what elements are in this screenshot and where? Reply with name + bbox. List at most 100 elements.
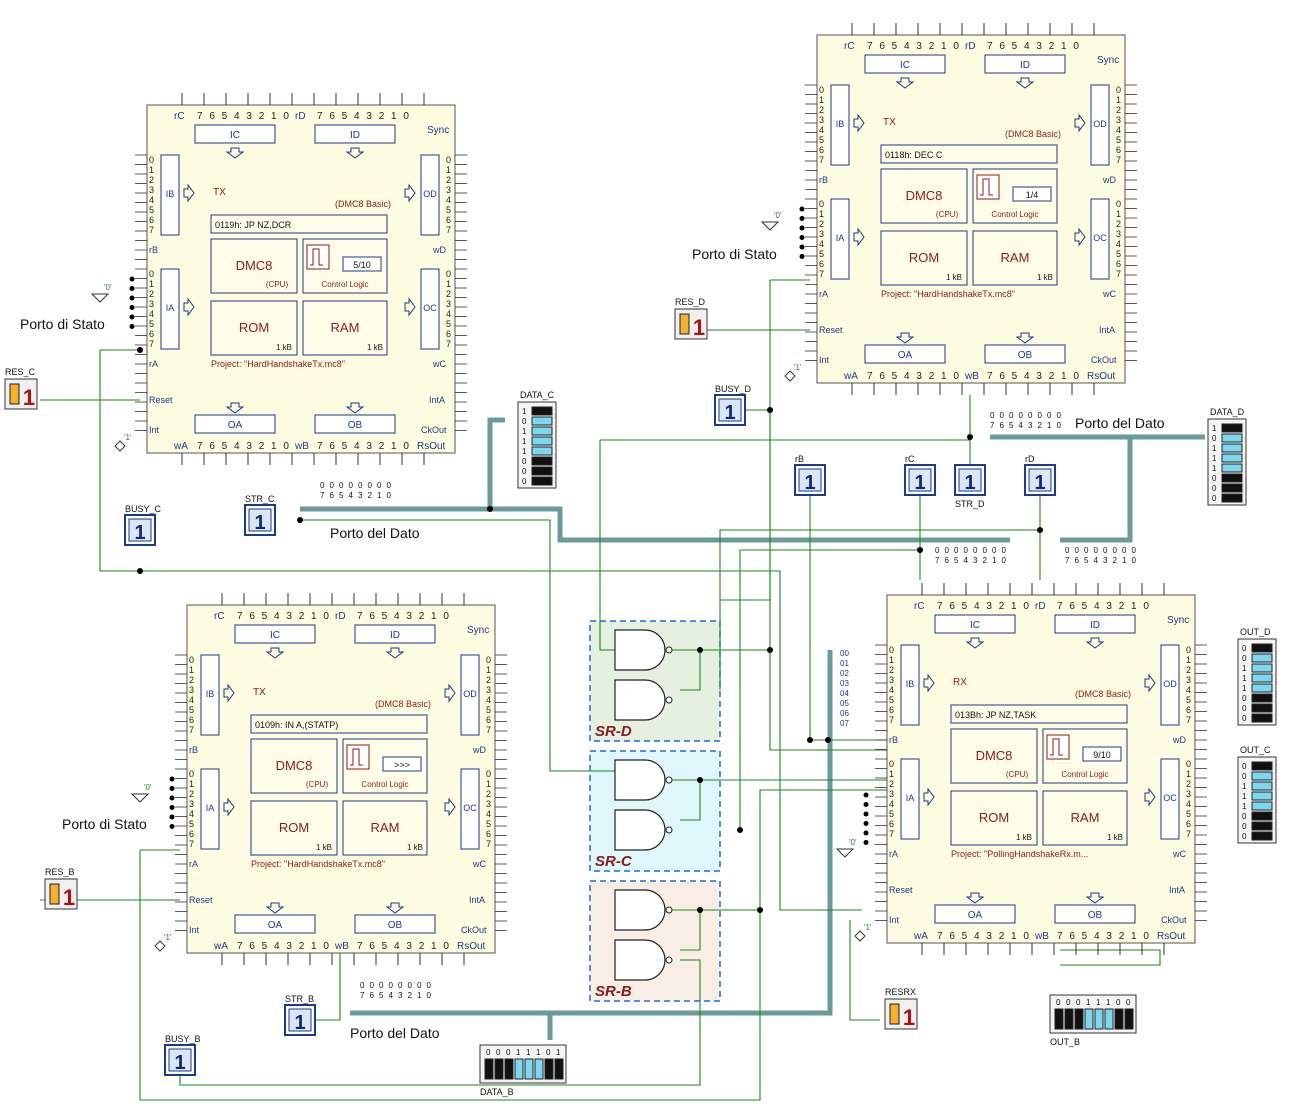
cpu-sub-label: (CPU) (306, 780, 329, 789)
bus-bit-value: 0 (358, 481, 363, 490)
bit-label-left: 4 (889, 685, 894, 695)
bit-label-left: 1 (819, 209, 824, 219)
dip-segment (1221, 473, 1243, 483)
const-zero-2: '0' (760, 211, 782, 231)
port-ia (900, 758, 920, 840)
bit-row-bottom-right: 7 6 5 4 3 2 1 0 (357, 941, 451, 952)
port-od-label: OD (1163, 679, 1177, 689)
junction-dot (297, 517, 303, 523)
down-arrow-icon (225, 402, 245, 414)
bus-bit-index: 5 (339, 491, 344, 500)
const-zero-label: '0' (144, 783, 152, 792)
nand-body (614, 679, 666, 721)
porto-stato-label-c: Porto di Stato (20, 316, 105, 332)
bit-label-left: 3 (889, 675, 894, 685)
port-oc-label: OC (1163, 793, 1177, 803)
rom-block (950, 790, 1038, 846)
switch-res-b[interactable]: RES_B1 (44, 867, 78, 910)
dip-bit: 1 (1106, 998, 1111, 1007)
port-id-label: ID (1020, 60, 1030, 71)
dip-bit: 0 (1242, 822, 1247, 831)
dip-label: OUT_D (1240, 627, 1271, 637)
control-counter: >>> (394, 760, 410, 770)
pin-reset-label: Reset (189, 895, 213, 905)
status-pin-dot (863, 830, 869, 836)
port-oc (1160, 758, 1180, 840)
pin-ckout-label: CkOut (461, 925, 487, 935)
porto-stato-label-b: Porto di Stato (62, 816, 147, 832)
port-oc-label: OC (463, 803, 477, 813)
right-arrow-icon (853, 227, 865, 247)
bit-label-right: 2 (1186, 779, 1191, 789)
bus-bit-value: 0 (408, 981, 413, 990)
switch-toggle[interactable] (49, 883, 60, 905)
status-pin-dot (129, 276, 135, 282)
switch-toggle[interactable] (679, 313, 690, 335)
port-ib (160, 154, 180, 236)
bus-bit-value: 0 (377, 481, 382, 490)
bit-label-left: 7 (819, 269, 824, 279)
control-counter: 5/10 (353, 260, 371, 270)
bit-label-left: 5 (149, 205, 154, 215)
bit-label-left: 6 (149, 329, 154, 339)
junction-dot (697, 907, 703, 913)
bit-label-left: 6 (889, 705, 894, 715)
port-id (1054, 614, 1136, 634)
rom-block (880, 230, 968, 286)
chip-model: (DMC8 Basic) (375, 699, 431, 709)
switch-toggle[interactable] (889, 1003, 900, 1025)
down-arrow-icon (1015, 332, 1035, 344)
rom-size: 1 kB (276, 343, 292, 352)
indicator-value: 1 (964, 472, 975, 494)
bit-label-left: 4 (819, 125, 824, 135)
pin-wb-label: wB (964, 371, 979, 382)
bit-row-top-right: 7 6 5 4 3 2 1 0 (317, 111, 411, 122)
switch-toggle[interactable] (9, 383, 20, 405)
port-ib-label: IB (836, 119, 845, 129)
bus-bit-value: 0 (990, 411, 995, 420)
bit-label-left: 2 (189, 789, 194, 799)
bit-label-right: 1 (1186, 655, 1191, 665)
bus-bit-index: 6 (1000, 421, 1005, 430)
bus-bit-value: 0 (1065, 546, 1070, 555)
right-arrow-icon (1074, 227, 1086, 247)
bit-label-left: 3 (149, 185, 154, 195)
port-ob (354, 914, 436, 934)
switch-res-c[interactable]: RES_C1 (4, 367, 38, 410)
bus-bit-index: 2 (408, 991, 413, 1000)
bus-bit-value: 0 (398, 981, 403, 990)
dip-bit: 0 (522, 457, 527, 466)
dip-bit: 1 (1212, 424, 1217, 433)
indicator-label: STR_C (245, 494, 275, 504)
down-arrow-icon (965, 637, 985, 649)
port-oa (194, 414, 276, 434)
bit-label-left: 3 (149, 299, 154, 309)
rom-size: 1 kB (946, 273, 962, 282)
dip-segment (1251, 693, 1273, 703)
status-pin-dot (863, 811, 869, 817)
bus-bit-value: 0 (1019, 411, 1024, 420)
const-zero-label: '0' (104, 283, 112, 292)
pin-rb-label: rB (889, 735, 898, 745)
right-arrow-icon (1074, 113, 1086, 133)
status-pin-dot (169, 814, 175, 820)
dip-segment (1114, 1008, 1124, 1030)
port-ia-label: IA (906, 793, 915, 803)
bus-bit-index: 7 (360, 991, 365, 1000)
junction-dot (737, 827, 743, 833)
dip-segment (1251, 811, 1273, 821)
bus-bit-index: 5 (1009, 421, 1014, 430)
bus-bit-index: 2 (1038, 421, 1043, 430)
pin-wc-label: wC (472, 859, 486, 869)
port-ic (934, 614, 1016, 634)
switch-res-d[interactable]: RES_D1 (674, 297, 708, 340)
bit-row-bottom-left: 7 6 5 4 3 2 1 0 (197, 441, 291, 452)
project-name: Project: "HardHandshakeTx.mc8" (881, 289, 1015, 299)
port-oc (460, 768, 480, 850)
nand-bubble (665, 646, 673, 654)
bit-label-left: 3 (889, 789, 894, 799)
